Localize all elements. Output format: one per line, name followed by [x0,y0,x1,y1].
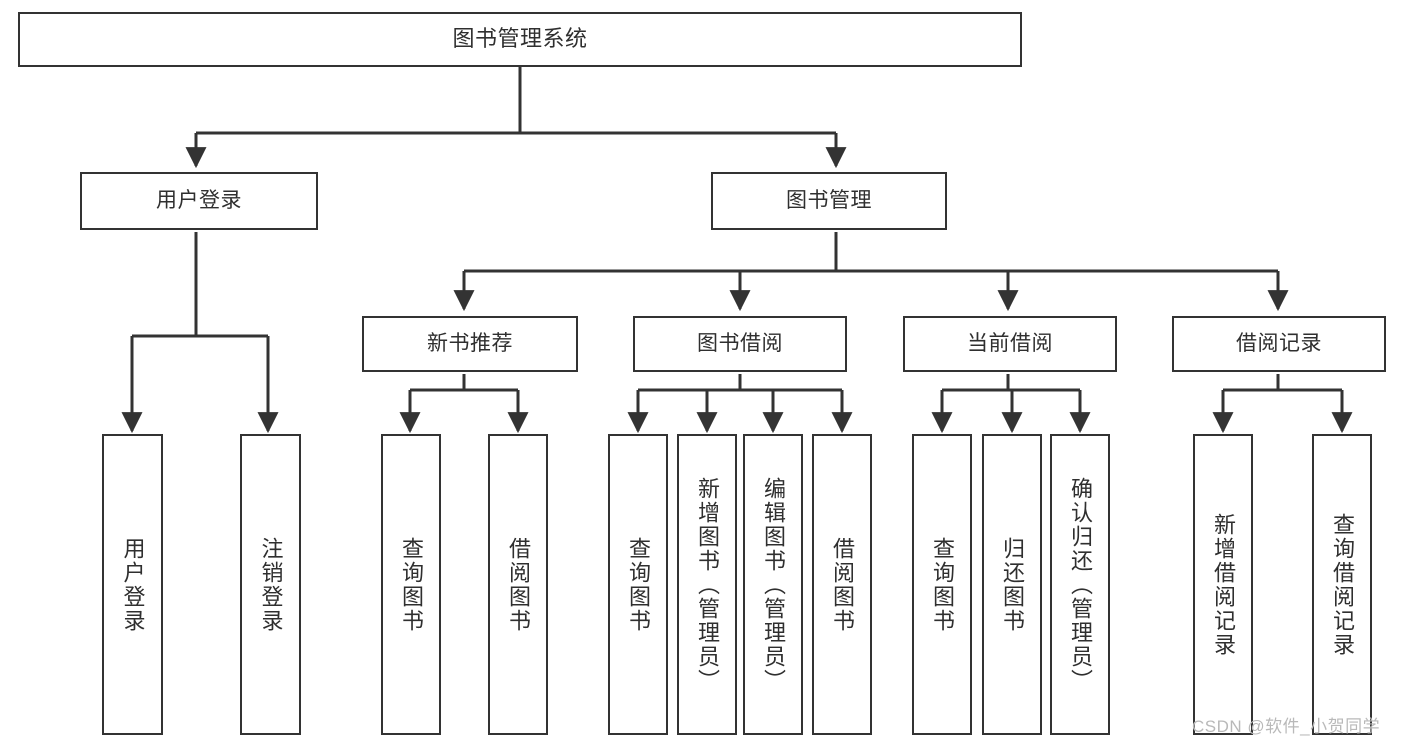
leaf-user-login-login[interactable]: 用户登录 [102,434,163,735]
leaf-book-borrow-borrow[interactable]: 借阅图书 [812,434,872,735]
leaf-book-borrow-add[interactable]: 新增图书（管理员） [677,434,737,735]
leaf-borrow-records-query-label: 查询借阅记录 [1330,512,1355,657]
leaf-book-borrow-query[interactable]: 查询图书 [608,434,668,735]
leaf-current-borrow-return[interactable]: 归还图书 [982,434,1042,735]
leaf-user-login-login-label: 用户登录 [120,536,146,633]
leaf-book-borrow-query-label: 查询图书 [626,536,651,633]
leaf-new-book-query[interactable]: 查询图书 [381,434,441,735]
leaf-book-borrow-borrow-label: 借阅图书 [830,536,855,633]
leaf-borrow-records-query[interactable]: 查询借阅记录 [1312,434,1372,735]
node-borrow-records[interactable]: 借阅记录 [1172,316,1386,372]
leaf-current-borrow-query-label: 查询图书 [930,536,955,633]
watermark: CSDN @软件_小贺同学 [1192,717,1381,736]
node-root-label: 图书管理系统 [452,26,588,52]
leaf-borrow-records-add[interactable]: 新增借阅记录 [1193,434,1253,735]
leaf-borrow-records-add-label: 新增借阅记录 [1211,512,1236,657]
node-book-management-label: 图书管理 [786,189,872,213]
leaf-book-borrow-add-label: 新增图书（管理员） [695,476,720,693]
node-root[interactable]: 图书管理系统 [18,12,1022,67]
node-book-borrow[interactable]: 图书借阅 [633,316,847,372]
leaf-current-borrow-return-label: 归还图书 [1000,536,1025,633]
leaf-current-borrow-confirm[interactable]: 确认归还（管理员） [1050,434,1110,735]
node-user-login[interactable]: 用户登录 [80,172,318,230]
leaf-user-login-logout[interactable]: 注销登录 [240,434,301,735]
leaf-book-borrow-edit[interactable]: 编辑图书（管理员） [743,434,803,735]
node-new-book-recommend-label: 新书推荐 [427,332,513,356]
leaf-user-login-logout-label: 注销登录 [258,536,284,633]
leaf-current-borrow-confirm-label: 确认归还（管理员） [1068,476,1093,693]
node-book-borrow-label: 图书借阅 [697,332,783,356]
node-user-login-label: 用户登录 [156,189,242,213]
node-book-management[interactable]: 图书管理 [711,172,947,230]
node-borrow-records-label: 借阅记录 [1236,332,1322,356]
leaf-new-book-query-label: 查询图书 [399,536,424,633]
node-current-borrow[interactable]: 当前借阅 [903,316,1117,372]
leaf-new-book-borrow[interactable]: 借阅图书 [488,434,548,735]
leaf-new-book-borrow-label: 借阅图书 [506,536,531,633]
leaf-book-borrow-edit-label: 编辑图书（管理员） [761,476,786,693]
node-current-borrow-label: 当前借阅 [967,332,1053,356]
node-new-book-recommend[interactable]: 新书推荐 [362,316,578,372]
leaf-current-borrow-query[interactable]: 查询图书 [912,434,972,735]
